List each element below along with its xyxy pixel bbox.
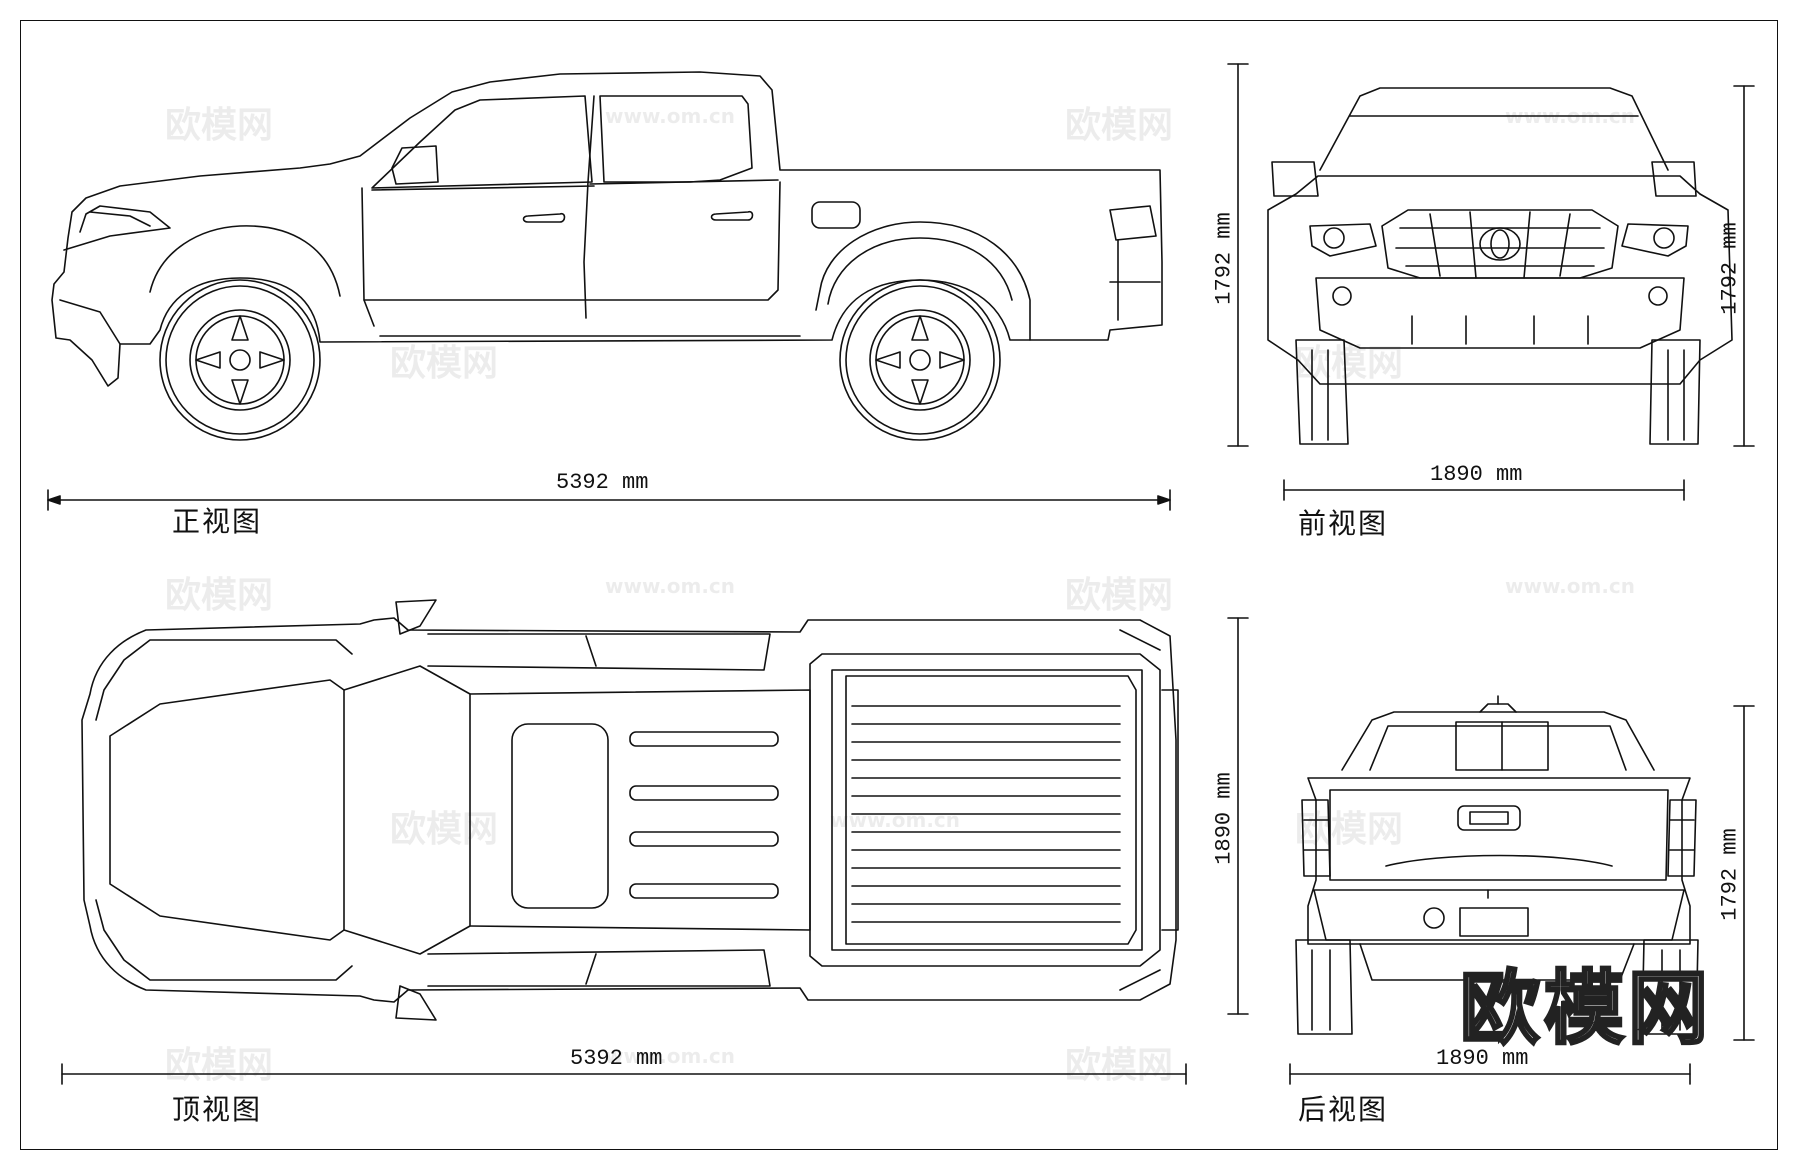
top-view-title: 顶视图 [172,1093,263,1126]
top-width-label: 1890 mm [1211,772,1237,865]
watermark-url: www.om.cn [605,104,736,128]
watermark-url: www.om.cn [830,808,961,832]
watermark-brand: 欧模网 [1065,1045,1174,1086]
watermark-brand: 欧模网 [165,105,274,146]
watermark-brand: 欧模网 [1065,575,1174,616]
rear-view-truck [1295,695,1699,1035]
side-length-dimension [47,489,1171,511]
top-length-label: 5392 mm [570,1046,663,1071]
watermark-brand: 欧模网 [390,343,499,384]
front-width-dimension [1283,479,1685,501]
watermark-brand: 欧模网 [390,809,499,850]
watermark-url: www.om.cn [605,1044,736,1068]
watermark-url: www.om.cn [1505,574,1636,598]
front-view-truck [1267,87,1733,445]
top-length-dimension [61,1063,1187,1085]
top-view-truck [81,599,1179,1021]
front-view-title: 前视图 [1298,507,1389,540]
brand-logo: 欧模网 [1459,961,1712,1057]
watermark-brand: 欧模网 [1295,809,1404,850]
front-width-label: 1890 mm [1430,462,1523,487]
front-height-dimension-right [1733,85,1755,447]
watermark-brand: 欧模网 [165,575,274,616]
rear-view-title: 后视图 [1298,1093,1389,1126]
watermark-url: www.om.cn [605,574,736,598]
front-height-right-label: 1792 mm [1717,222,1743,315]
side-length-label: 5392 mm [556,470,649,495]
side-view-title: 正视图 [172,505,263,538]
rear-height-label: 1792 mm [1717,828,1743,921]
watermark-brand: 欧模网 [1065,105,1174,146]
side-view-truck [51,71,1163,441]
rear-width-dimension [1289,1063,1691,1085]
rear-width-label: 1890 mm [1436,1046,1529,1071]
rear-height-dimension [1733,705,1755,1041]
watermark-brand: 欧模网 [165,1045,274,1086]
drawing-frame [20,20,1778,1150]
front-height-dimension-left [1227,63,1249,447]
front-height-left-label: 1792 mm [1211,212,1237,305]
top-width-dimension [1227,617,1249,1015]
